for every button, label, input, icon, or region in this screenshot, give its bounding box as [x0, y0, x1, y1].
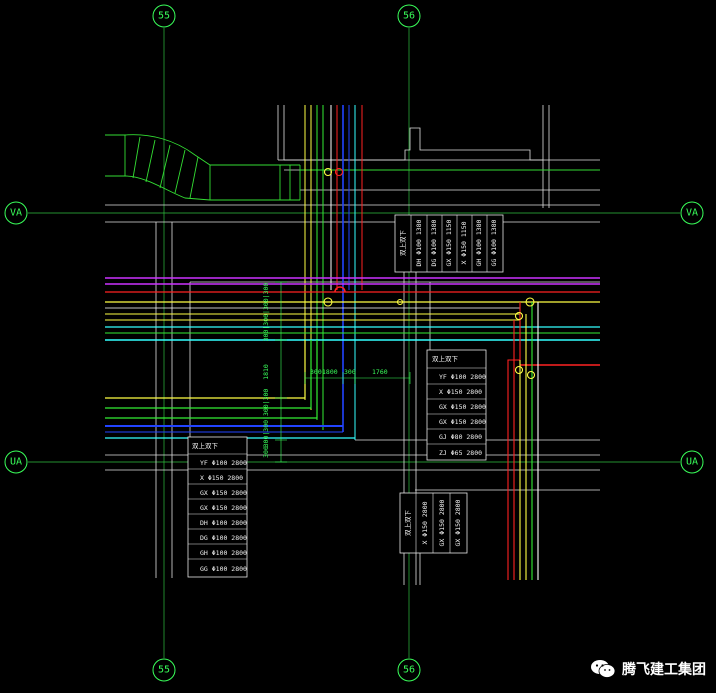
- table-left-lower-header: 双上双下: [192, 441, 219, 450]
- wechat-icon: [591, 660, 616, 678]
- table-right-middle-row: GJ Φ80 2800: [439, 433, 482, 441]
- dim-vertical-mid: 1810: [262, 364, 270, 380]
- dim-vertical-bottom: 300: [262, 446, 270, 458]
- horizontal-pipes: [105, 277, 600, 366]
- dim-vertical-upper: 300|300|300|300: [262, 283, 270, 342]
- table-left-lower-row: GG Φ100 2800: [200, 565, 247, 573]
- table-right-middle-row: YF Φ100 2800: [439, 373, 486, 381]
- table-top-right-row: GX Φ150 1150: [445, 219, 453, 266]
- air-duct: [105, 134, 600, 201]
- dim-horiz-b: 1800: [322, 368, 338, 376]
- axis-grid: [28, 28, 680, 658]
- table-right-middle-row: GX Φ150 2800: [439, 418, 486, 426]
- dimension-lines: [275, 281, 411, 463]
- table-left-lower: 双上双下 YF Φ100 2800 X Φ150 2800 GX Φ150 28…: [187, 436, 248, 578]
- table-top-right-row: GH Φ100 1380: [475, 219, 483, 266]
- dim-horiz-c: 300: [344, 368, 356, 376]
- dim-horiz-d: 1760: [372, 368, 388, 376]
- table-right-middle-row: ZJ Φ65 2800: [439, 449, 482, 457]
- axis-label-ua-left: UA: [10, 457, 22, 468]
- axis-label-55-bottom: 55: [158, 665, 170, 676]
- dim-vertical-lower: 300|300|300|300: [262, 389, 270, 448]
- table-top-right-row: X Φ150 1150: [460, 221, 468, 264]
- axis-label-55-top: 55: [158, 11, 170, 22]
- axis-label-56-bottom: 56: [403, 665, 415, 676]
- table-right-middle-header: 双上双下: [432, 354, 459, 363]
- upper-risers: [304, 105, 363, 440]
- left-lower-pipes: [105, 340, 355, 439]
- table-left-lower-row: DG Φ100 2800: [200, 534, 247, 542]
- table-left-lower-row: GH Φ100 2800: [200, 549, 247, 557]
- table-bottom-row: GX Φ150 2800: [454, 499, 462, 546]
- table-bottom-vertical: 双上双下 X Φ150 2800 GX Φ150 2800 GX Φ150 28…: [399, 492, 468, 554]
- table-top-right-row: DG Φ100 1380: [430, 219, 438, 266]
- dim-horiz-a: 300: [310, 368, 322, 376]
- table-left-lower-row: X Φ150 2800: [200, 474, 243, 482]
- table-top-right-row: DH Φ100 1380: [415, 219, 423, 266]
- watermark-text: 腾飞建工集团: [622, 662, 706, 678]
- table-top-right: 双上双下 DH Φ100 1380 DG Φ100 1380 GX Φ150 1…: [394, 214, 504, 273]
- table-left-lower-row: YF Φ100 2800: [200, 459, 247, 467]
- axis-label-ua-right: UA: [686, 457, 698, 468]
- axis-bubbles: [4, 4, 704, 682]
- table-top-right-row: GG Φ100 1380: [490, 219, 498, 266]
- table-left-lower-row: GX Φ150 2800: [200, 504, 247, 512]
- right-risers: [507, 302, 539, 580]
- table-bottom-header: 双上双下: [403, 510, 412, 537]
- table-right-middle: 双上双下 YF Φ100 2800 X Φ150 2800 GX Φ150 28…: [426, 349, 487, 461]
- table-top-right-header: 双上双下: [398, 230, 407, 257]
- table-left-lower-row: GX Φ150 2800: [200, 489, 247, 497]
- axis-label-va-right: VA: [686, 208, 698, 219]
- table-right-middle-row: GX Φ150 2800: [439, 403, 486, 411]
- table-left-lower-row: DH Φ100 2800: [200, 519, 247, 527]
- axis-label-va-left: VA: [10, 208, 22, 219]
- table-right-middle-row: X Φ150 2800: [439, 388, 482, 396]
- table-bottom-row: GX Φ150 2800: [438, 499, 446, 546]
- watermark: 腾飞建工集团: [590, 659, 706, 679]
- axis-label-56-top: 56: [403, 11, 415, 22]
- table-bottom-row: X Φ150 2800: [421, 501, 429, 544]
- pipe-fittings: [323, 167, 536, 380]
